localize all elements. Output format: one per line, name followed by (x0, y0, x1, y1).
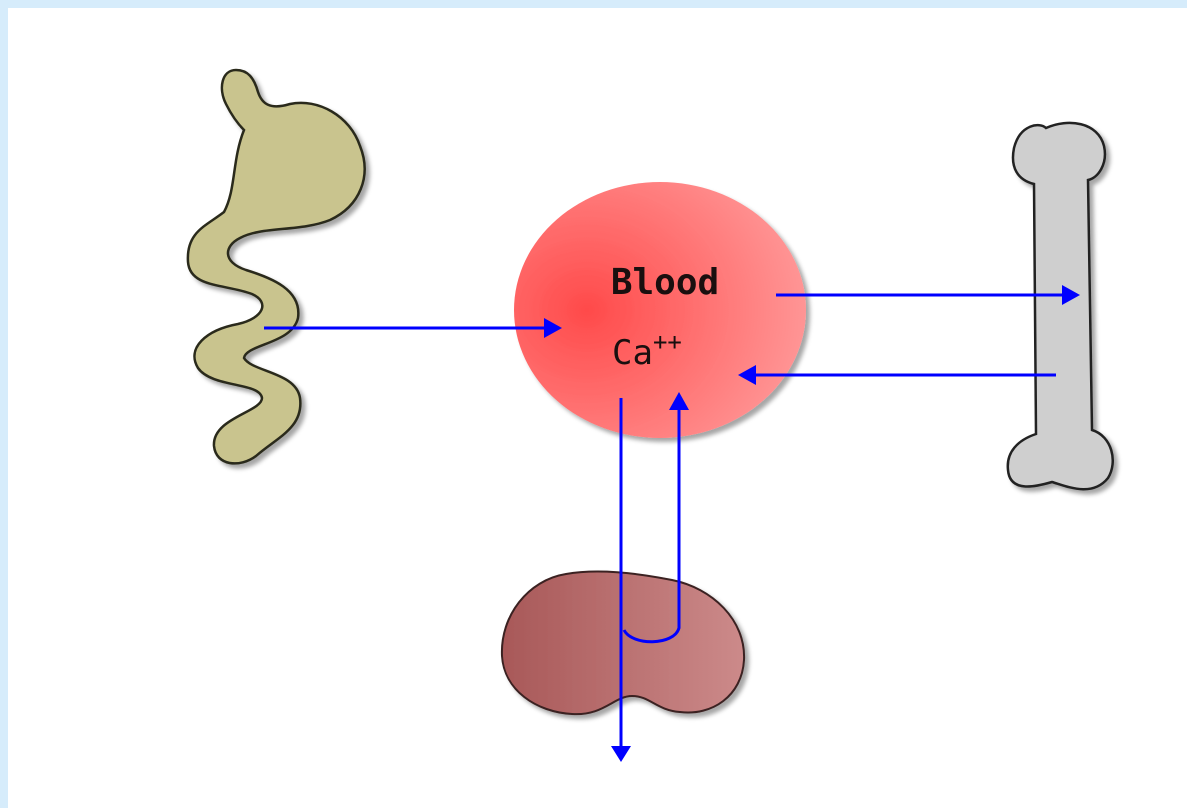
intestine-icon (188, 70, 365, 463)
blood-node (514, 182, 806, 438)
ion-symbol: Ca (612, 333, 653, 373)
blood-label: Blood (560, 262, 770, 304)
ion-charge: ++ (653, 328, 682, 356)
kidney-icon (502, 572, 744, 715)
bone-icon (1008, 123, 1113, 489)
calcium-ion-label: Ca++ (612, 322, 682, 373)
